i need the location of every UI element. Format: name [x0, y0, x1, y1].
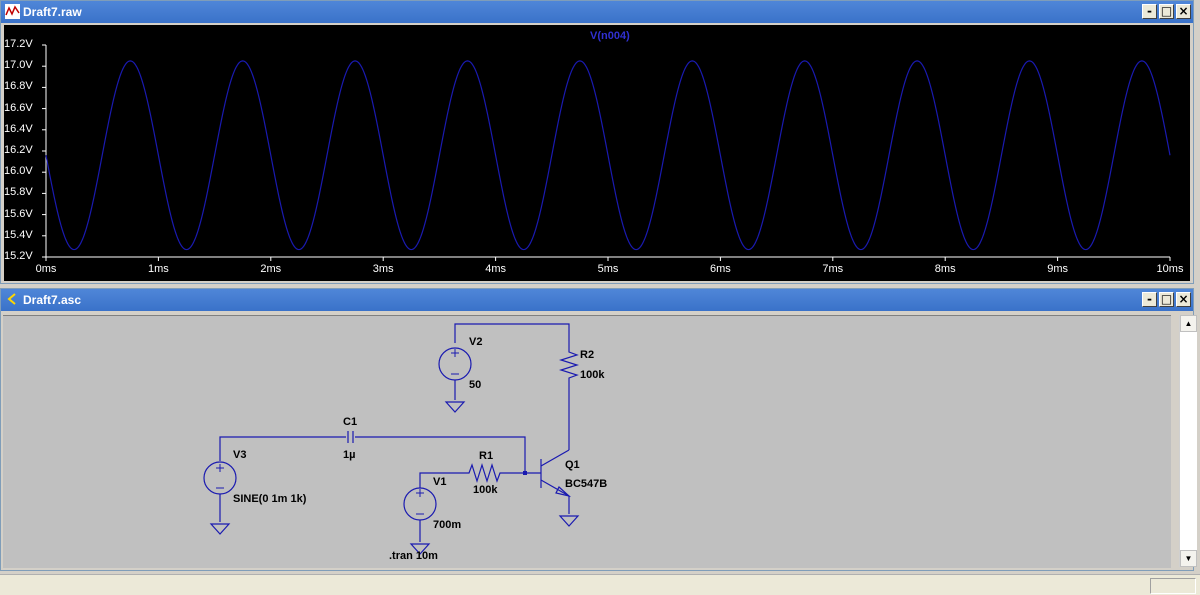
- resistor-r2-icon[interactable]: [558, 348, 580, 382]
- x-tick-label: 4ms: [485, 263, 506, 275]
- x-tick-label: 5ms: [597, 263, 619, 275]
- waveform-plot[interactable]: V(n004) 17.2V 17.0V 16.8V 16.6V 16.4V 16.2V 16…: [4, 25, 1190, 281]
- status-bar: [0, 574, 1200, 595]
- trace-v-n004: [45, 60, 1171, 251]
- waveform-window-controls: - □ ×: [1142, 4, 1191, 19]
- x-tick-label: 0ms: [35, 263, 57, 275]
- c1-name-label[interactable]: C1: [343, 416, 358, 428]
- spice-directive[interactable]: .tran 10m: [389, 550, 438, 562]
- circuit-diagram: [203, 323, 580, 555]
- r2-name-label[interactable]: R2: [580, 349, 595, 361]
- x-tick-label: 2ms: [260, 263, 282, 275]
- schematic-window-title: Draft7.asc: [23, 293, 82, 307]
- minimize-button[interactable]: -: [1142, 4, 1157, 19]
- waveform-app-icon: [5, 4, 20, 19]
- ground-icon-v2: [444, 401, 466, 413]
- r1-name-label[interactable]: R1: [479, 450, 494, 462]
- v1-value-label[interactable]: 700m: [433, 519, 462, 531]
- y-tick-label: 15.2V: [4, 250, 33, 262]
- maximize-button[interactable]: □: [1159, 4, 1174, 19]
- q1-value-label[interactable]: BC547B: [565, 478, 608, 490]
- waveform-window-title: Draft7.raw: [23, 5, 82, 19]
- y-tick-label: 16.6V: [4, 101, 33, 114]
- scroll-up-button[interactable]: ▲: [1180, 315, 1197, 332]
- schematic-vertical-scrollbar[interactable]: ▲ ▼: [1179, 315, 1197, 567]
- schematic-window-controls: - □ ×: [1142, 292, 1191, 307]
- waveform-window: Draft7.raw - □ × V(n004) 17.2V 17.0V 16.8V…: [0, 0, 1194, 284]
- v3-value-label[interactable]: SINE(0 1m 1k): [233, 493, 307, 505]
- y-tick-label: 15.6V: [4, 207, 33, 220]
- minimize-button[interactable]: -: [1142, 292, 1157, 307]
- schematic-app-icon: [7, 293, 16, 305]
- status-pane: [1150, 578, 1196, 594]
- close-button[interactable]: ×: [1176, 4, 1191, 19]
- plot-svg: [42, 44, 1171, 261]
- schematic-titlebar[interactable]: Draft7.asc - □ ×: [1, 289, 1193, 311]
- wire-c1-base[interactable]: [355, 436, 526, 473]
- scroll-thumb[interactable]: [1181, 347, 1195, 547]
- x-tick-label: 3ms: [372, 263, 394, 275]
- r1-value-label[interactable]: 100k: [473, 484, 498, 496]
- r2-value-label[interactable]: 100k: [580, 369, 605, 381]
- resistor-r1-icon[interactable]: [465, 462, 504, 484]
- y-tick-label: 16.2V: [4, 144, 33, 156]
- schematic-canvas[interactable]: V2 50 R2 100k C1 1µ V3 SINE(0 1m 1k) R1 …: [3, 315, 1171, 568]
- waveform-titlebar[interactable]: Draft7.raw - □ ×: [1, 1, 1193, 23]
- ground-icon-q1: [558, 515, 580, 527]
- x-tick-label: 10ms: [1156, 263, 1184, 275]
- y-tick-label: 15.8V: [4, 186, 33, 199]
- x-tick-label: 8ms: [934, 263, 956, 275]
- wire-v3-c1[interactable]: [219, 436, 346, 461]
- x-tick-label: 6ms: [710, 263, 731, 275]
- v2-value-label[interactable]: 50: [469, 379, 482, 391]
- v3-name-label[interactable]: V3: [233, 449, 247, 461]
- trace-label[interactable]: V(n004): [590, 30, 630, 42]
- q1-name-label[interactable]: Q1: [565, 459, 580, 471]
- transistor-q1-arrow-icon: [555, 486, 572, 498]
- ground-icon-v1: [409, 543, 431, 555]
- y-tick-label: 16.0V: [4, 165, 33, 178]
- junction-dot: [523, 471, 527, 475]
- wire-v1-r1[interactable]: [419, 472, 465, 488]
- y-tick-label: 17.0V: [4, 59, 33, 72]
- wire-v2-top[interactable]: [454, 323, 570, 348]
- close-button[interactable]: ×: [1176, 292, 1191, 307]
- x-tick-label: 9ms: [1047, 263, 1068, 275]
- y-tick-label: 16.4V: [4, 122, 33, 135]
- x-tick-label: 1ms: [148, 263, 169, 275]
- maximize-button[interactable]: □: [1159, 292, 1174, 307]
- v2-name-label[interactable]: V2: [469, 336, 483, 348]
- y-tick-label: 15.4V: [4, 228, 33, 241]
- v1-name-label[interactable]: V1: [433, 476, 447, 488]
- y-tick-label: 16.8V: [4, 80, 33, 93]
- scroll-down-button[interactable]: ▼: [1180, 550, 1197, 567]
- x-tick-label: 7ms: [822, 263, 844, 275]
- y-tick-label: 17.2V: [4, 38, 33, 50]
- ground-icon-v3: [209, 523, 231, 535]
- transistor-q1-collector[interactable]: [540, 449, 570, 467]
- c1-value-label[interactable]: 1µ: [343, 449, 356, 461]
